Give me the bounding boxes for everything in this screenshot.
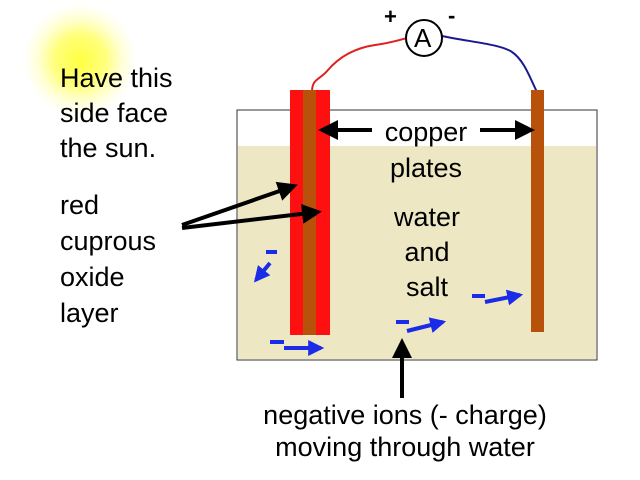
- oxide-label-line-3: oxide: [60, 262, 125, 292]
- negative-terminal-sign: -: [448, 3, 456, 28]
- ions-caption-line-2: moving through water: [275, 432, 535, 462]
- ions-caption-line-1: negative ions (- charge): [263, 400, 547, 430]
- oxide-label-line-1: red: [60, 190, 100, 220]
- ion-3: [396, 317, 447, 333]
- ion-2: [270, 340, 325, 356]
- oxide-label-line-2: cuprous: [60, 226, 157, 256]
- copper-label-line-1: copper: [384, 117, 468, 147]
- right-copper-plate: [531, 90, 544, 332]
- sun-note-line-3: the sun.: [60, 133, 157, 163]
- sun-note-line-1: Have this: [60, 63, 173, 93]
- water-label-line-2: and: [404, 237, 450, 267]
- sun-note-line-2: side face: [60, 98, 169, 128]
- ammeter-symbol: A: [414, 23, 432, 53]
- positive-terminal-sign: +: [384, 4, 397, 29]
- copper-label-line-2: plates: [389, 153, 463, 183]
- negative-wire: [441, 35, 538, 93]
- water-label-line-3: salt: [405, 272, 449, 302]
- ammeter-icon: [405, 19, 443, 57]
- oxide-label-line-4: layer: [60, 298, 119, 328]
- sun-glow: [22, 2, 138, 118]
- oxide-arrow-lower: [181, 203, 322, 230]
- oxide-arrow-upper: [181, 181, 298, 227]
- ion-4: [472, 289, 524, 306]
- positive-wire: [311, 37, 408, 93]
- water-label-line-1: water: [393, 202, 461, 232]
- ion-1: [253, 250, 277, 283]
